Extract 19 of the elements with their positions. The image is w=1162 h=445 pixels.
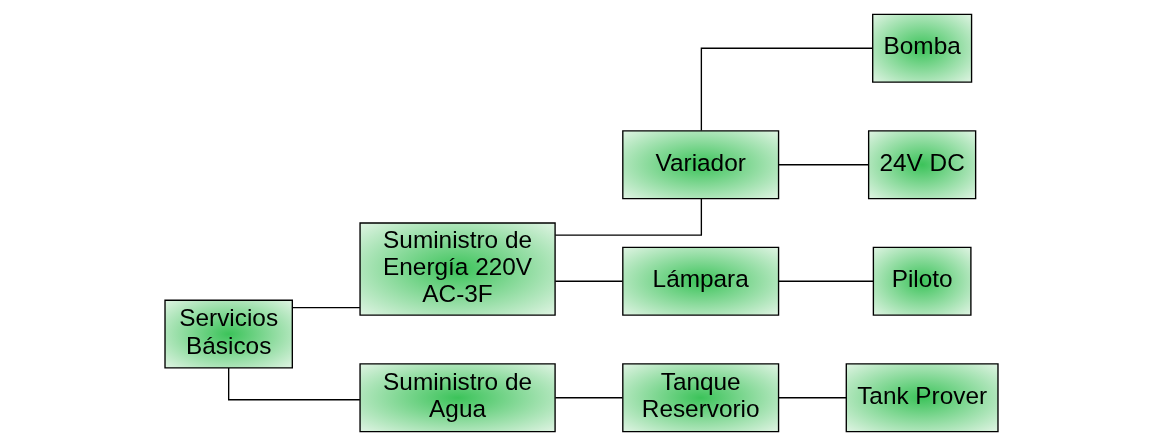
connector: [777, 163, 869, 165]
node-box: Bomba: [871, 13, 972, 83]
node-box: Servicios Básicos: [163, 299, 293, 369]
node-box: Lámpara: [621, 246, 779, 316]
node-box: Piloto: [872, 246, 972, 316]
connector: [291, 306, 361, 308]
connector: [777, 396, 847, 398]
node-box: Suministro de Energía 220V AC-3F: [358, 221, 556, 316]
node-box: Tanque Reservorio: [621, 362, 779, 432]
connector: [777, 280, 874, 282]
connector: [227, 366, 360, 400]
connector: [554, 197, 702, 236]
connector: [700, 47, 873, 131]
node-box: Tank Prover: [845, 362, 999, 432]
node-box: Variador: [621, 129, 779, 199]
node-box: Suministro de Agua: [358, 362, 556, 432]
connector: [554, 396, 623, 398]
connector: [554, 280, 623, 282]
node-box: 24V DC: [867, 129, 976, 199]
